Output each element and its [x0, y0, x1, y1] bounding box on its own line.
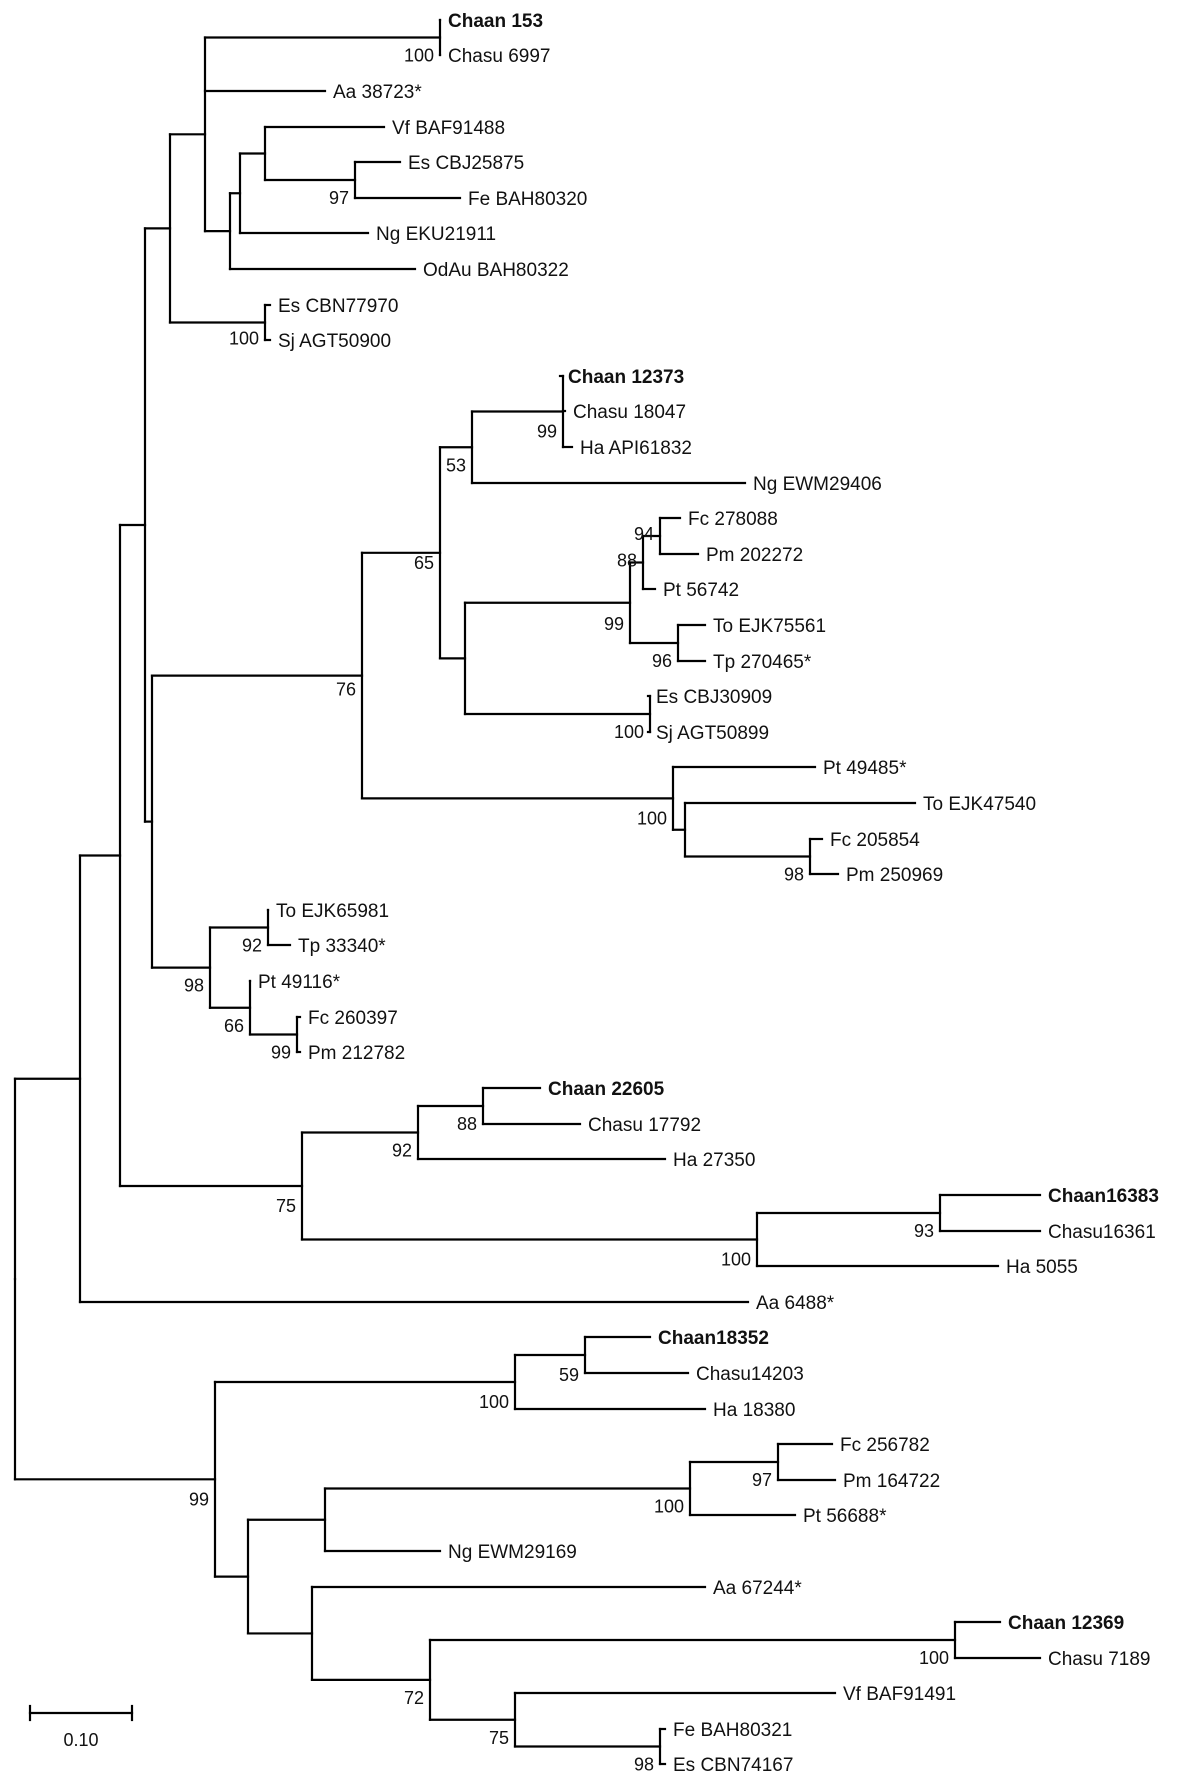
bootstrap-value-e2: 92 — [242, 936, 262, 956]
bootstrap-value-g1: 100 — [479, 1392, 509, 1412]
leaf-label-l43: Pt 56688* — [803, 1506, 887, 1527]
leaf-label-l41: Fc 256782 — [840, 1435, 930, 1456]
bootstrap-value-b1: 65 — [414, 553, 434, 573]
bootstrap-value-g2: 59 — [559, 1365, 579, 1385]
leaf-label-l50: Es CBN74167 — [673, 1755, 793, 1776]
leaf-label-l31: Chaan 22605 — [548, 1079, 665, 1100]
leaf-label-l38: Chaan18352 — [658, 1328, 769, 1349]
leaf-label-l3: Aa 38723* — [333, 82, 422, 103]
bootstrap-value-c5: 94 — [634, 524, 654, 544]
leaf-label-l24: Fc 205854 — [830, 830, 920, 851]
leaf-label-l34: Chaan16383 — [1048, 1186, 1159, 1207]
bootstrap-value-b2: 53 — [446, 455, 466, 475]
leaf-label-l40: Ha 18380 — [713, 1400, 795, 1421]
bootstrap-value-c4: 88 — [617, 551, 637, 571]
bootstrap-value-e3: 66 — [224, 1016, 244, 1036]
bootstrap-value-i2: 72 — [404, 1688, 424, 1708]
scale-bar-label: 0.10 — [63, 1730, 98, 1750]
leaf-label-l44: Ng EWM29169 — [448, 1542, 577, 1563]
leaf-label-l39: Chasu14203 — [696, 1364, 804, 1385]
bootstrap-value-i4: 75 — [489, 1728, 509, 1748]
leaf-label-l11: Chaan 12373 — [568, 367, 684, 388]
leaf-label-l14: Ng EWM29406 — [753, 474, 882, 495]
bootstrap-value-e1: 98 — [184, 976, 204, 996]
leaf-label-l17: Pt 56742 — [663, 580, 739, 601]
leaf-label-l20: Es CBJ30909 — [656, 687, 772, 708]
leaf-label-l1: Chaan 153 — [448, 11, 543, 32]
leaf-label-l49: Fe BAH80321 — [673, 1720, 792, 1741]
leaf-label-l4: Vf BAF91488 — [392, 118, 505, 139]
bootstrap-value-i3: 100 — [919, 1648, 949, 1668]
leaf-label-l22: Pt 49485* — [823, 758, 907, 779]
bootstrap-value-c6: 96 — [652, 651, 672, 671]
leaf-label-l2: Chasu 6997 — [448, 46, 550, 67]
leaf-label-l12: Chasu 18047 — [573, 402, 686, 423]
bootstrap-value-a3: 97 — [329, 188, 349, 208]
leaf-label-l33: Ha 27350 — [673, 1150, 755, 1171]
leaf-label-l29: Fc 260397 — [308, 1008, 398, 1029]
leaf-label-l28: Pt 49116* — [258, 972, 341, 993]
leaf-label-l18: To EJK75561 — [713, 616, 826, 637]
leaf-label-l5: Es CBJ25875 — [408, 153, 524, 174]
bootstrap-value-d1: 100 — [637, 808, 667, 828]
leaf-label-l35: Chasu16361 — [1048, 1222, 1156, 1243]
leaf-label-l7: Ng EKU21911 — [376, 224, 496, 245]
leaf-label-l47: Chasu 7189 — [1048, 1649, 1150, 1670]
leaf-label-l15: Fc 278088 — [688, 509, 778, 530]
bootstrap-value-f0: 75 — [276, 1196, 296, 1216]
bootstrap-value-i5: 98 — [634, 1755, 654, 1775]
leaf-label-l21: Sj AGT50899 — [656, 723, 769, 744]
leaf-label-l45: Aa 67244* — [713, 1578, 802, 1599]
bootstrap-value-d3: 98 — [784, 865, 804, 885]
bootstrap-value-f4: 93 — [914, 1221, 934, 1241]
leaf-label-l36: Ha 5055 — [1006, 1257, 1078, 1278]
leaf-label-l46: Chaan 12369 — [1008, 1613, 1124, 1634]
leaf-label-l6: Fe BAH80320 — [468, 189, 587, 210]
leaf-label-l19: Tp 270465* — [713, 652, 812, 673]
bootstrap-value-c3: 99 — [604, 614, 624, 634]
bootstrap-value-b0: 76 — [336, 680, 356, 700]
bootstrap-value-g0: 99 — [189, 1489, 209, 1509]
leaf-label-l16: Pm 202272 — [706, 545, 803, 566]
bootstrap-value-f3: 100 — [721, 1250, 751, 1270]
bootstrap-value-f2: 88 — [457, 1114, 477, 1134]
leaf-label-l10: Sj AGT50900 — [278, 331, 391, 352]
bootstrap-value-a6: 100 — [229, 329, 259, 349]
leaf-label-l32: Chasu 17792 — [588, 1115, 701, 1136]
bootstrap-value-h3: 97 — [752, 1470, 772, 1490]
leaf-label-l13: Ha API61832 — [580, 438, 692, 459]
bootstrap-value-h2: 100 — [654, 1497, 684, 1517]
bootstrap-value-b3: 99 — [537, 422, 557, 442]
leaf-label-l30: Pm 212782 — [308, 1043, 405, 1064]
bootstrap-value-a1: 100 — [404, 46, 434, 66]
leaf-label-l42: Pm 164722 — [843, 1471, 940, 1492]
leaf-label-l8: OdAu BAH80322 — [423, 260, 569, 281]
leaf-label-l9: Es CBN77970 — [278, 296, 398, 317]
leaf-label-l27: Tp 33340* — [298, 936, 386, 957]
leaf-label-l37: Aa 6488* — [756, 1293, 835, 1314]
leaf-label-l48: Vf BAF91491 — [843, 1684, 956, 1705]
leaf-label-l25: Pm 250969 — [846, 865, 943, 886]
bootstrap-value-e4: 99 — [271, 1043, 291, 1063]
leaf-label-l23: To EJK47540 — [923, 794, 1036, 815]
bootstrap-value-c7: 100 — [614, 722, 644, 742]
bootstrap-value-f1: 92 — [392, 1141, 412, 1161]
leaf-label-l26: To EJK65981 — [276, 901, 389, 922]
